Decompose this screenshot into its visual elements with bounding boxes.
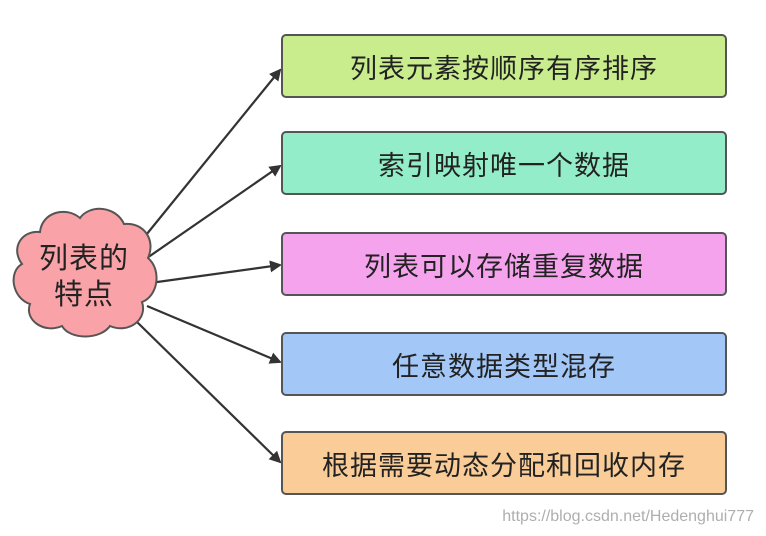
connector-arrows [136, 68, 282, 464]
arrow-to-feature-4 [146, 304, 282, 364]
watermark-text: https://blog.csdn.net/Hedenghui777 [502, 508, 754, 525]
arrow-to-feature-5 [136, 321, 282, 464]
feature-label-dynamic-memory: 根据需要动态分配和回收内存 [322, 450, 686, 482]
center-label-line2: 特点 [53, 277, 114, 311]
arrow-to-feature-1 [141, 68, 282, 241]
feature-label-mixed-types: 任意数据类型混存 [392, 351, 616, 383]
center-label-line1: 列表的 [38, 241, 129, 275]
feature-box-index-mapping: 索引映射唯一个数据 [281, 131, 727, 195]
center-cloud: 列表的 特点 [24, 240, 144, 312]
feature-box-mixed-types: 任意数据类型混存 [281, 332, 727, 396]
feature-label-index-mapping: 索引映射唯一个数据 [378, 150, 630, 182]
center-cloud-shape [12, 208, 158, 338]
feature-box-dynamic-memory: 根据需要动态分配和回收内存 [281, 431, 727, 495]
feature-label-ordered: 列表元素按顺序有序排序 [350, 53, 658, 85]
arrow-to-feature-2 [146, 164, 282, 259]
feature-box-ordered: 列表元素按顺序有序排序 [281, 34, 727, 98]
feature-label-duplicates: 列表可以存储重复数据 [364, 251, 644, 283]
arrow-to-feature-3 [149, 260, 282, 285]
feature-box-duplicates: 列表可以存储重复数据 [281, 232, 727, 296]
